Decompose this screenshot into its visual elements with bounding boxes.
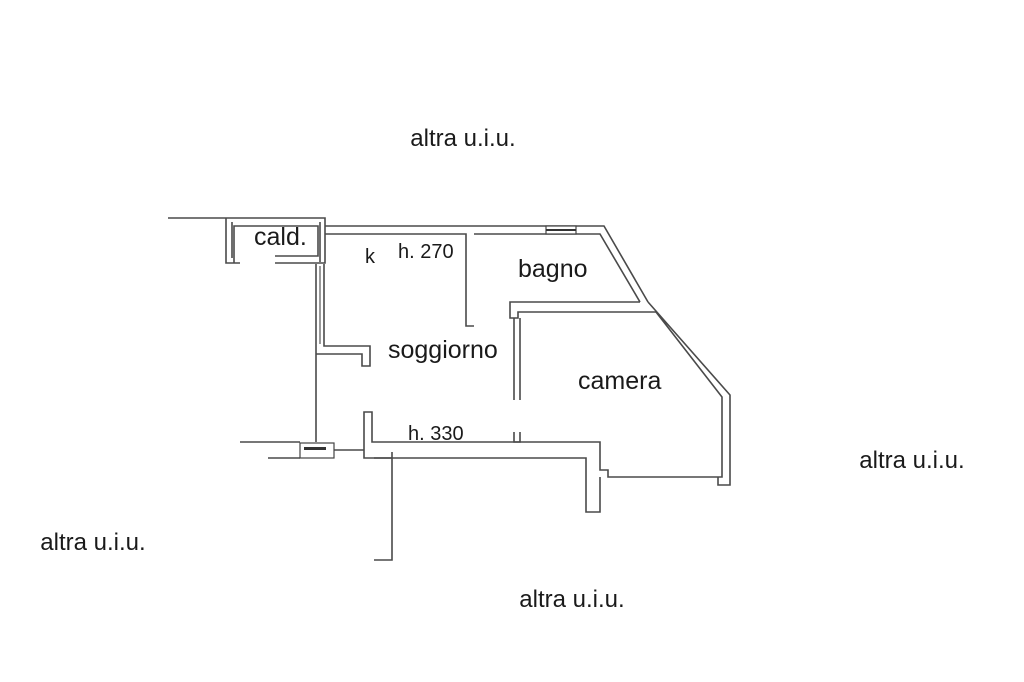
neighbor-bottom-label: altra u.i.u. (519, 586, 624, 613)
cald-label: cald. (254, 223, 307, 251)
kitchen-label: k (365, 246, 376, 268)
top-wall (325, 225, 649, 327)
bottom-window (299, 442, 335, 459)
top-window-bar (546, 229, 576, 231)
labels: altra u.i.u. cald. k h. 270 bagno soggio… (40, 125, 964, 613)
camera-label: camera (578, 367, 661, 395)
neighbor-right-label: altra u.i.u. (859, 447, 964, 474)
cald-inner-wall (231, 222, 321, 262)
left-wall (315, 264, 371, 442)
cald-wall (168, 217, 326, 264)
bottom-wall (240, 411, 656, 513)
camera-partition (513, 318, 521, 443)
bottom-window-bar (304, 447, 326, 450)
neighbor-top-label: altra u.i.u. (410, 125, 515, 152)
stair-wall (374, 452, 393, 561)
neighbor-left-label: altra u.i.u. (40, 529, 145, 556)
soggiorno-label: soggiorno (388, 336, 498, 364)
height-lower-label: h. 330 (408, 423, 464, 445)
height-upper-label: h. 270 (398, 241, 454, 263)
walls (168, 217, 731, 561)
bagno-label: bagno (518, 255, 588, 283)
